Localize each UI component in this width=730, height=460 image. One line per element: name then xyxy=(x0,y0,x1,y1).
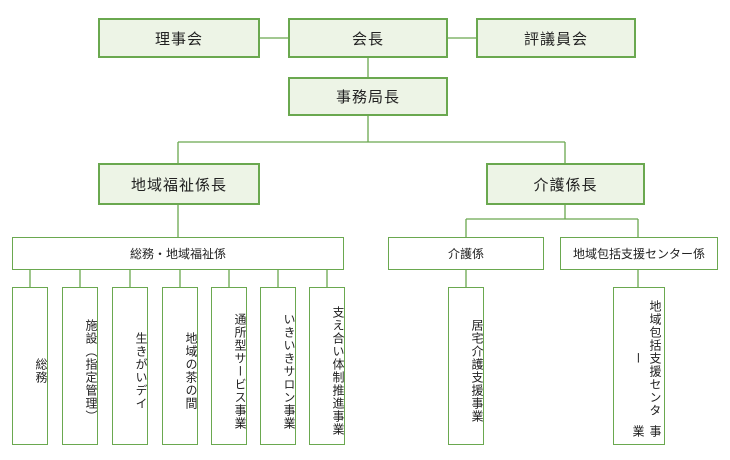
community-welfare-chief-box: 地域福祉係長 xyxy=(98,163,260,205)
ikiiki-salon-program-box: いきいきサロン事業 xyxy=(260,287,296,445)
general-affairs-welfare-section-box: 総務・地域福祉係 xyxy=(12,237,344,270)
day-service-program-box: 通所型サービス事業 xyxy=(211,287,247,445)
community-support-center-section-box: 地域包括支援センター係 xyxy=(560,237,718,270)
facility-designated-management-box: 施設（指定管理） xyxy=(62,287,98,445)
board-of-directors-box: 理事会 xyxy=(98,18,260,58)
community-tea-room-box: 地域の茶の間 xyxy=(162,287,198,445)
council-box: 評議員会 xyxy=(476,18,636,58)
care-chief-box: 介護係長 xyxy=(486,163,645,205)
secretary-general-box: 事務局長 xyxy=(288,77,448,116)
general-affairs-box: 総務 xyxy=(12,287,48,445)
center-program-text-left: 事業 xyxy=(631,425,662,439)
president-box: 会長 xyxy=(288,18,448,58)
mutual-support-program-box: 支え合い体制推進事業 xyxy=(309,287,345,445)
community-support-center-program-box: 地域包括支援センター 事業 xyxy=(613,287,665,445)
ikigai-day-box: 生きがいデイ xyxy=(112,287,148,445)
center-program-text-right: 地域包括支援センター xyxy=(631,300,662,418)
care-section-box: 介護係 xyxy=(388,237,544,270)
home-care-support-box: 居宅介護支援事業 xyxy=(448,287,484,445)
